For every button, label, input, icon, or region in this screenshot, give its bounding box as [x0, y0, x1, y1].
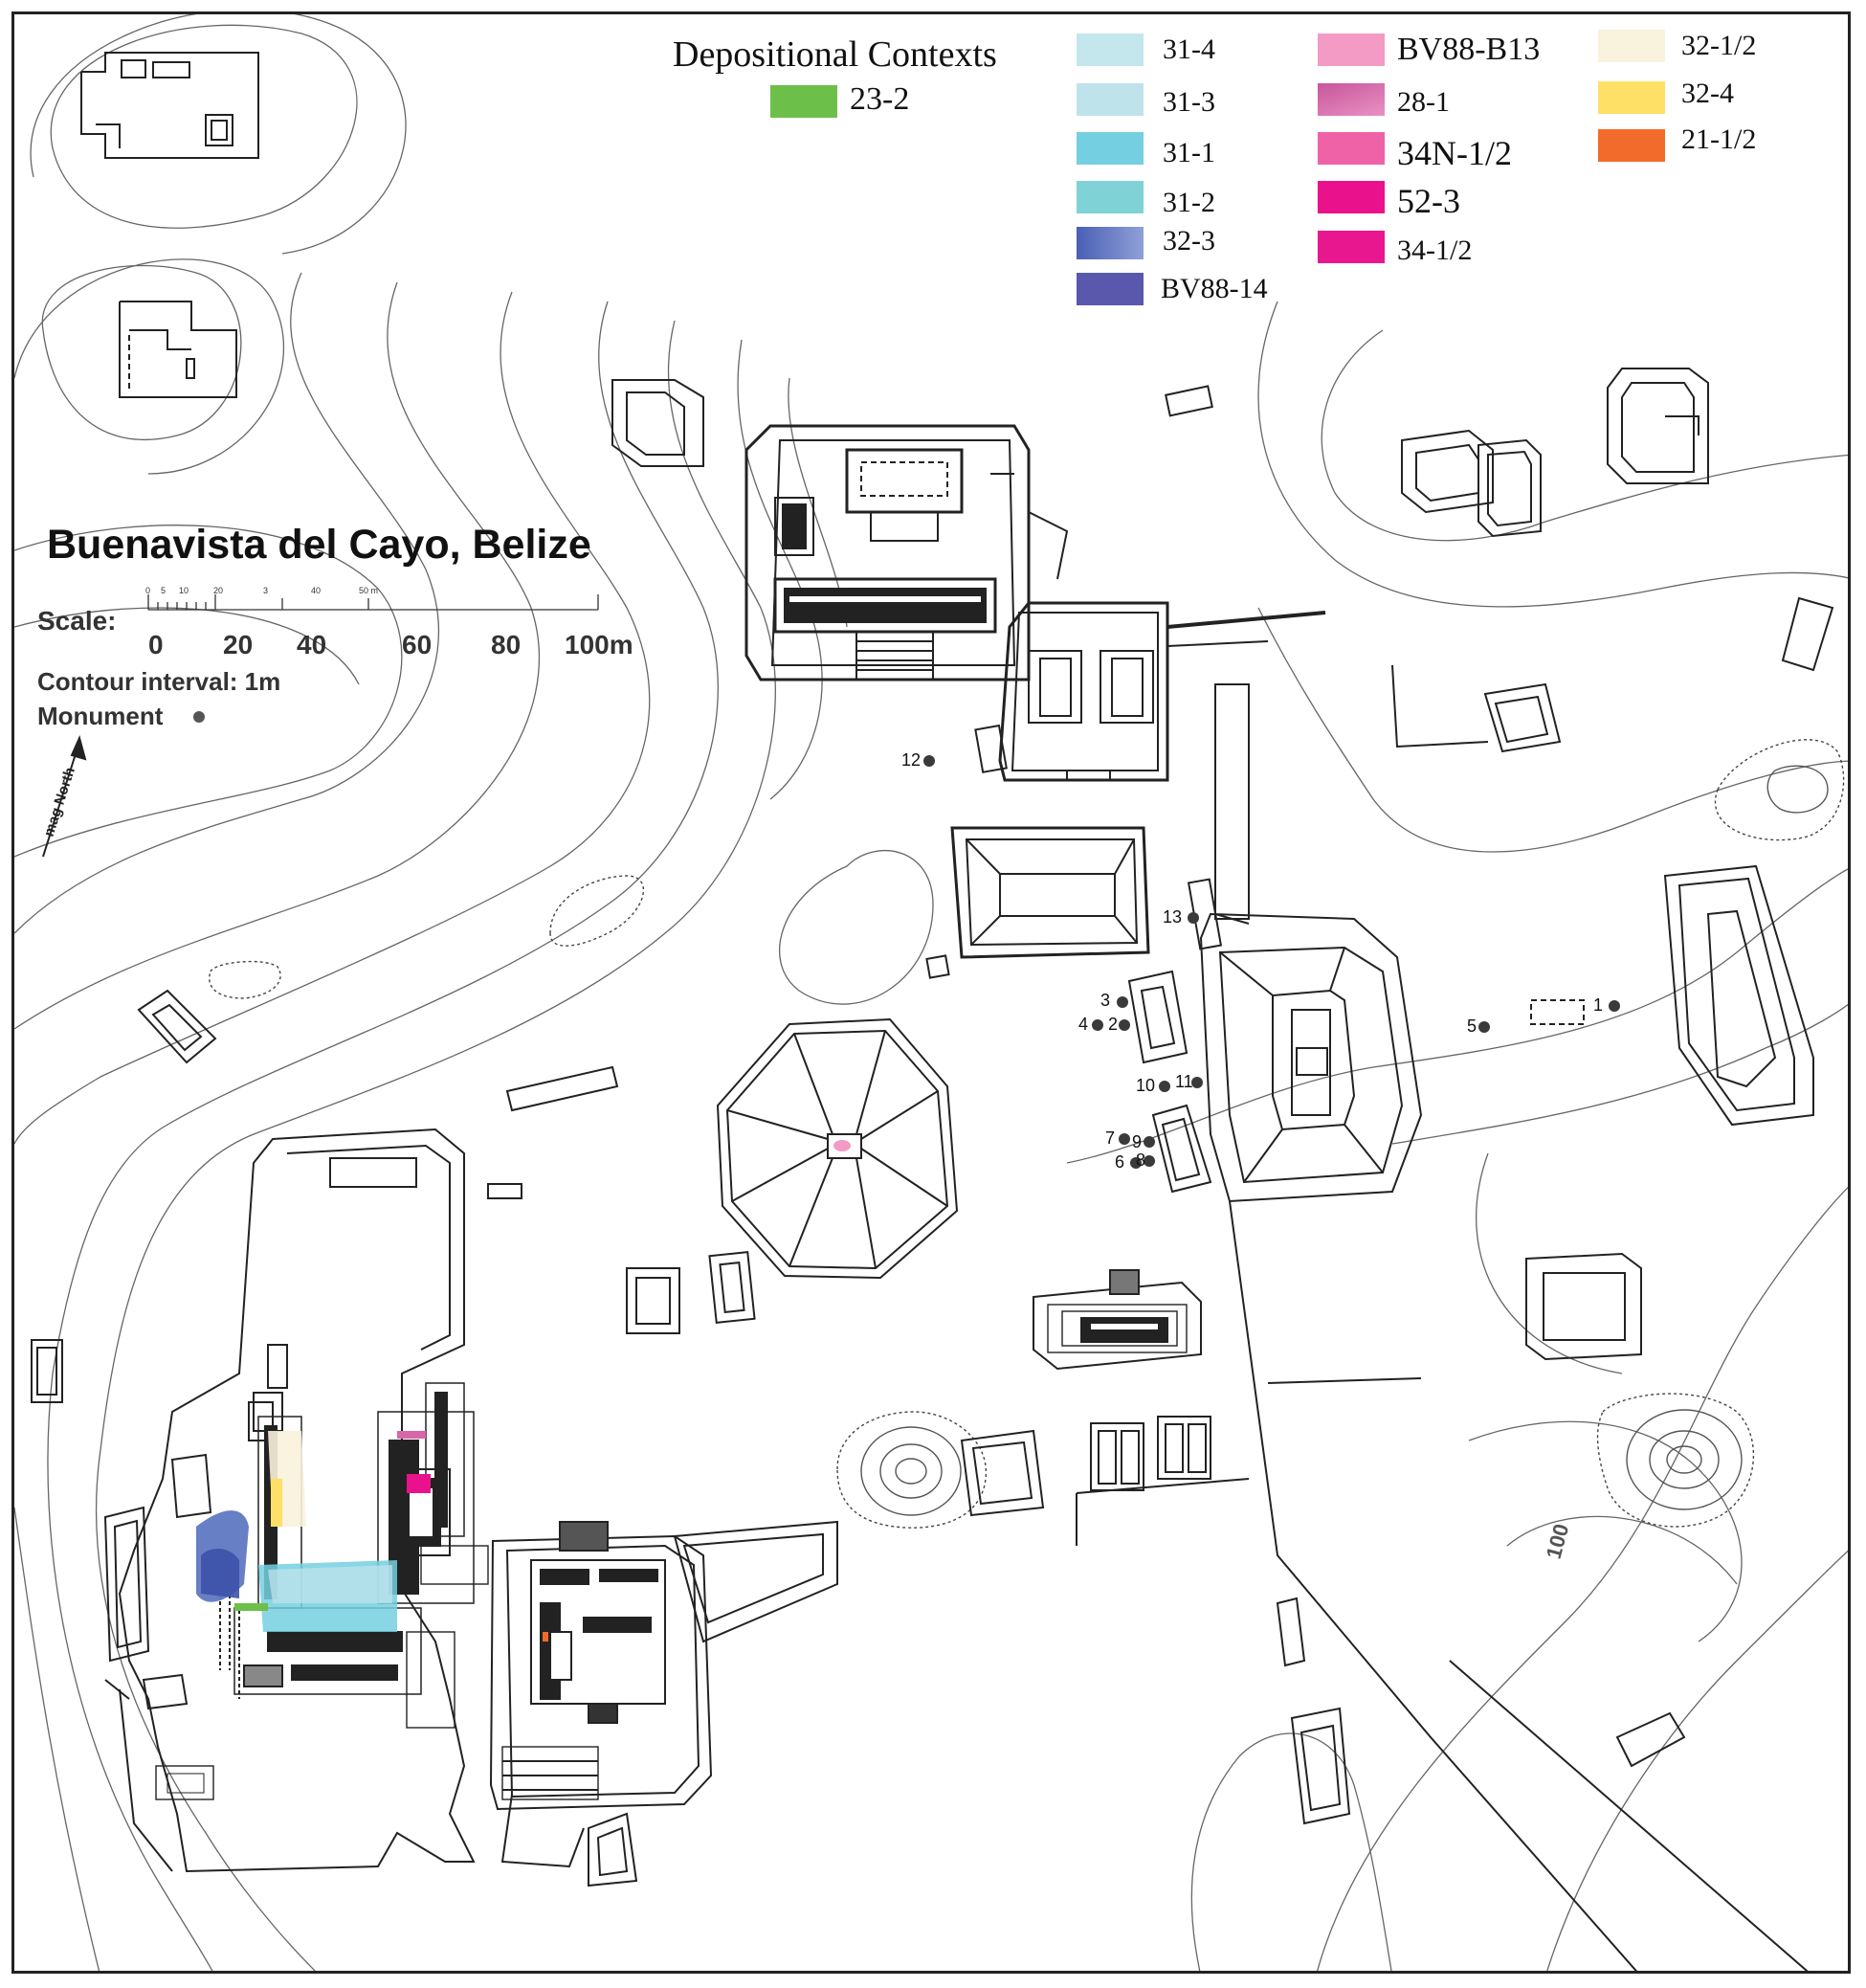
legend-label-31-2: 31-2 — [1163, 187, 1215, 218]
svg-text:100m: 100m — [565, 630, 633, 659]
monument-label-12: 12 — [901, 750, 922, 770]
svg-text:0: 0 — [145, 586, 150, 595]
svg-text:10: 10 — [179, 586, 189, 595]
monument-dots — [923, 755, 1620, 1169]
context-overlays — [196, 1140, 851, 1642]
monument-label-10: 10 — [1136, 1076, 1156, 1095]
legend-swatch-52-3 — [1318, 181, 1385, 213]
svg-text:60: 60 — [402, 630, 432, 659]
legend-label-32-3: 32-3 — [1163, 225, 1215, 257]
structures — [31, 52, 1834, 1971]
scale-major-labels: 0 20 40 60 80 100m — [148, 630, 633, 659]
legend-label-31-1: 31-1 — [1163, 137, 1215, 168]
legend-swatch-BV88-14 — [1077, 273, 1144, 305]
legend-swatch-31-3 — [1077, 83, 1144, 116]
legend-swatch-BV88-B13 — [1318, 34, 1385, 66]
legend-label-52-3: 52-3 — [1397, 182, 1460, 220]
map-drawing: 100 — [14, 14, 1848, 1971]
legend-label-31-3: 31-3 — [1163, 86, 1215, 118]
svg-text:5: 5 — [161, 586, 166, 595]
legend-swatch-31-1 — [1077, 132, 1144, 165]
svg-text:20: 20 — [213, 586, 223, 595]
monument-symbol-icon — [193, 711, 205, 723]
mounds — [209, 739, 1845, 1529]
monument-legend-label: Monument — [37, 702, 164, 730]
legend-swatch-32-1-2 — [1598, 30, 1665, 62]
monument-label-2: 2 — [1108, 1015, 1119, 1034]
legend-label-21-1-2: 21-1/2 — [1681, 123, 1757, 155]
legend-label-32-4: 32-4 — [1681, 78, 1734, 109]
monument-label-5: 5 — [1467, 1016, 1477, 1036]
legend-swatch-23-2 — [770, 85, 837, 118]
legend-title: Depositional Contexts — [673, 34, 997, 75]
legend-swatch-28-1 — [1318, 83, 1385, 116]
legend-swatch-21-1-2 — [1598, 129, 1665, 162]
legend-swatch-32-3 — [1077, 227, 1144, 259]
monument-label-6: 6 — [1115, 1152, 1125, 1172]
legend-label-23-2: 23-2 — [850, 81, 910, 117]
scale-bar — [147, 594, 599, 611]
legend-label-34N-1-2: 34N-1/2 — [1397, 134, 1512, 172]
contour-value-label: 100 — [1542, 1521, 1574, 1561]
monument-label-7: 7 — [1105, 1128, 1116, 1148]
monument-label-9: 9 — [1132, 1132, 1143, 1151]
monument-label-8: 8 — [1136, 1150, 1146, 1170]
legend-label-32-1-2: 32-1/2 — [1681, 30, 1757, 61]
legend-swatch-31-2 — [1077, 181, 1144, 213]
legend-label-34-1-2: 34-1/2 — [1397, 235, 1473, 266]
legend-swatch-34N-1-2 — [1318, 132, 1385, 165]
map-title: Buenavista del Cayo, Belize — [47, 522, 591, 568]
contour-lines — [14, 14, 1848, 1971]
north-label: mag North — [41, 766, 78, 839]
legend-label-BV88-B13: BV88-B13 — [1397, 32, 1541, 67]
svg-text:20: 20 — [223, 630, 253, 659]
svg-text:3: 3 — [263, 586, 268, 595]
monument-label-13: 13 — [1163, 907, 1183, 927]
svg-text:80: 80 — [491, 630, 521, 659]
svg-text:40: 40 — [297, 630, 326, 659]
legend-label-28-1: 28-1 — [1397, 86, 1450, 118]
monument-label-3: 3 — [1100, 991, 1111, 1010]
svg-text:50 m: 50 m — [359, 586, 378, 595]
monument-label-1: 1 — [1593, 995, 1604, 1015]
legend-swatch-31-4 — [1077, 34, 1144, 66]
legend-swatch-34-1-2 — [1318, 231, 1385, 263]
scale-minor-labels: 0 5 10 20 3 40 50 m — [145, 586, 378, 595]
north-arrow-icon — [42, 735, 87, 858]
legend-swatch-32-4 — [1598, 81, 1665, 114]
monument-label-4: 4 — [1078, 1015, 1089, 1034]
mound-rings — [860, 765, 1829, 1516]
contour-interval-label: Contour interval: 1m — [37, 667, 281, 696]
svg-text:0: 0 — [148, 630, 164, 659]
monument-label-11: 11 — [1175, 1072, 1193, 1091]
legend-label-BV88-14: BV88-14 — [1161, 273, 1268, 304]
site-map: 100 — [11, 11, 1851, 1974]
scale-label: Scale: — [37, 606, 117, 636]
svg-text:40: 40 — [311, 586, 321, 595]
legend-label-31-4: 31-4 — [1163, 34, 1215, 65]
